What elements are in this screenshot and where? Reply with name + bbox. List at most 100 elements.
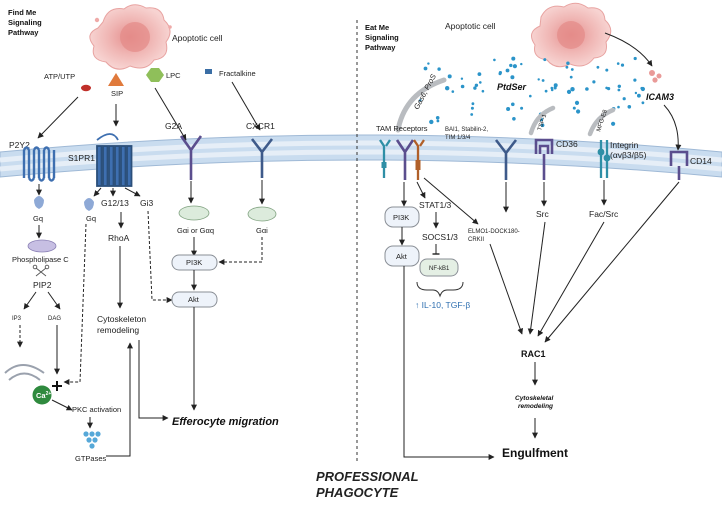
ca-sup: 2+ [46, 391, 52, 397]
ptdser-dot [436, 119, 440, 123]
ptdser-dot [474, 83, 479, 88]
integrin-receptor [597, 140, 611, 178]
eat-me-panel: Eat Me Signaling Pathway Apoptotic cell … [365, 2, 712, 460]
gq2-protein [84, 198, 94, 211]
ptdser-dot [566, 89, 572, 94]
atp-ligand [81, 84, 91, 92]
apoptotic-cell-left-label: Apoptotic cell [172, 33, 223, 43]
ptdser-dot [510, 75, 515, 80]
ptdser-dot [460, 84, 465, 89]
ptdser-dot [505, 68, 510, 73]
s1pr1-receptor [96, 133, 133, 187]
ptdser-dot [512, 64, 518, 69]
footer-line2: PHAGOCYTE [316, 485, 399, 500]
stat-label: STAT1/3 [419, 200, 452, 210]
ptdser-dot [498, 72, 502, 76]
eat-me-title-line2: Signaling [365, 33, 399, 42]
ptdser-dot [543, 58, 547, 62]
eat-me-title-line3: Pathway [365, 43, 396, 52]
ptdser-dot [435, 116, 440, 120]
efferocyte-migration-label: Efferocyte migration [172, 416, 279, 428]
mfge8-bridge [587, 107, 616, 137]
ptdser-dot [477, 72, 482, 76]
footer-line1: PROFESSIONAL [316, 469, 419, 484]
integrin-line2: (αvβ3/β5) [610, 150, 647, 160]
tsp1-label: TSP-1 [537, 113, 548, 132]
s1p-label: SIP [111, 89, 123, 98]
cytoskeletal-label: Cytoskeletal remodeling [515, 395, 555, 410]
plc-node [27, 239, 57, 253]
ptdser-dot [617, 88, 621, 92]
ptdser-dot [427, 62, 430, 65]
pi3k-right-label: PI3K [393, 213, 409, 222]
ptdser-dot [471, 102, 475, 106]
ptdser-dot [479, 81, 482, 84]
ca-ion [32, 385, 52, 405]
ptdser-dot [585, 87, 589, 91]
ptdser-dot [512, 117, 516, 121]
ptdser-dot [641, 101, 645, 105]
integrin-label: Integrin (αvβ3/β5) [610, 140, 647, 160]
gq2-label: Gq [86, 214, 96, 223]
ptdser-dot [637, 93, 641, 98]
gas6-bridge [395, 77, 447, 133]
ptdser-dot [437, 67, 441, 71]
ca-label: Ca2+ [36, 391, 51, 400]
pkc-label: PKC activation [72, 405, 121, 414]
akt-right-box [384, 245, 420, 267]
integrin-line1: Integrin [610, 140, 639, 150]
ptdser-dot [569, 75, 573, 79]
find-me-title-line1: Find Me [8, 8, 36, 17]
gai-gaq-node [178, 205, 210, 221]
fractalkine-ligand [205, 69, 212, 74]
bai1-receptor [494, 139, 518, 180]
find-me-title-line3: Pathway [8, 28, 39, 37]
tam-label: TAM Receptors [376, 124, 428, 133]
find-me-title-line2: Signaling [8, 18, 42, 27]
gtpase-cluster [83, 431, 101, 449]
ptdser-dot [511, 56, 516, 61]
icam3-blebs [649, 70, 662, 83]
ptdser-dot [627, 105, 632, 109]
cd36-label: CD36 [556, 139, 578, 149]
gi3-label: Gi3 [140, 198, 154, 208]
footer-title: PROFESSIONAL PHAGOCYTE [316, 469, 422, 500]
ptdser-dot [544, 89, 548, 93]
ptdser-dot [418, 99, 422, 102]
er-membrane [4, 364, 45, 381]
elmo-label: ELMO1-DOCK180- CRKII [468, 229, 521, 243]
cyto-line2: remodeling [97, 325, 139, 335]
bai1-label: BAI1, Stabilin-2, TIM 1/3/4 [445, 127, 490, 141]
ptdser-dot [611, 121, 616, 126]
akt-left-label: Akt [188, 295, 200, 304]
socs-label: SOCS1/3 [422, 232, 458, 242]
ptdser-dot [470, 106, 474, 110]
cd14-label: CD14 [690, 156, 712, 166]
pip2-label: PIP2 [33, 280, 52, 290]
ptdser-dot [460, 77, 464, 80]
find-me-panel: Find Me Signaling Pathway Apoptotic cell… [4, 4, 279, 463]
gq-protein [34, 196, 44, 209]
cyto-label: Cytoskeleton remodeling [97, 314, 149, 335]
ptdser-dot [447, 74, 452, 79]
ptdser-dot [640, 86, 646, 92]
gai-gaq-label: Gαi or Gαq [177, 226, 214, 235]
cytoskeletal-line2: remodeling [518, 403, 553, 410]
ptdser-dot [574, 100, 580, 105]
tam-receptors [379, 139, 425, 180]
ptdser-dot [550, 88, 554, 92]
gq-label: Gq [33, 214, 43, 223]
g2a-label: G2A [165, 121, 182, 131]
find-me-title: Find Me Signaling Pathway [8, 8, 44, 37]
ptdser-dot [429, 119, 434, 125]
ptdser-dot [605, 86, 608, 90]
nfkb-label: NF-kB1 [429, 266, 450, 272]
ptdser-dot [596, 65, 600, 69]
ptdser-dot [576, 109, 581, 114]
nfkb-box [419, 258, 459, 277]
il10-label: ↑ IL-10, TGF-β [415, 300, 470, 310]
ptdser-dot [506, 107, 511, 111]
ptdser-dot [572, 106, 576, 110]
apoptotic-cell-left [89, 4, 172, 70]
